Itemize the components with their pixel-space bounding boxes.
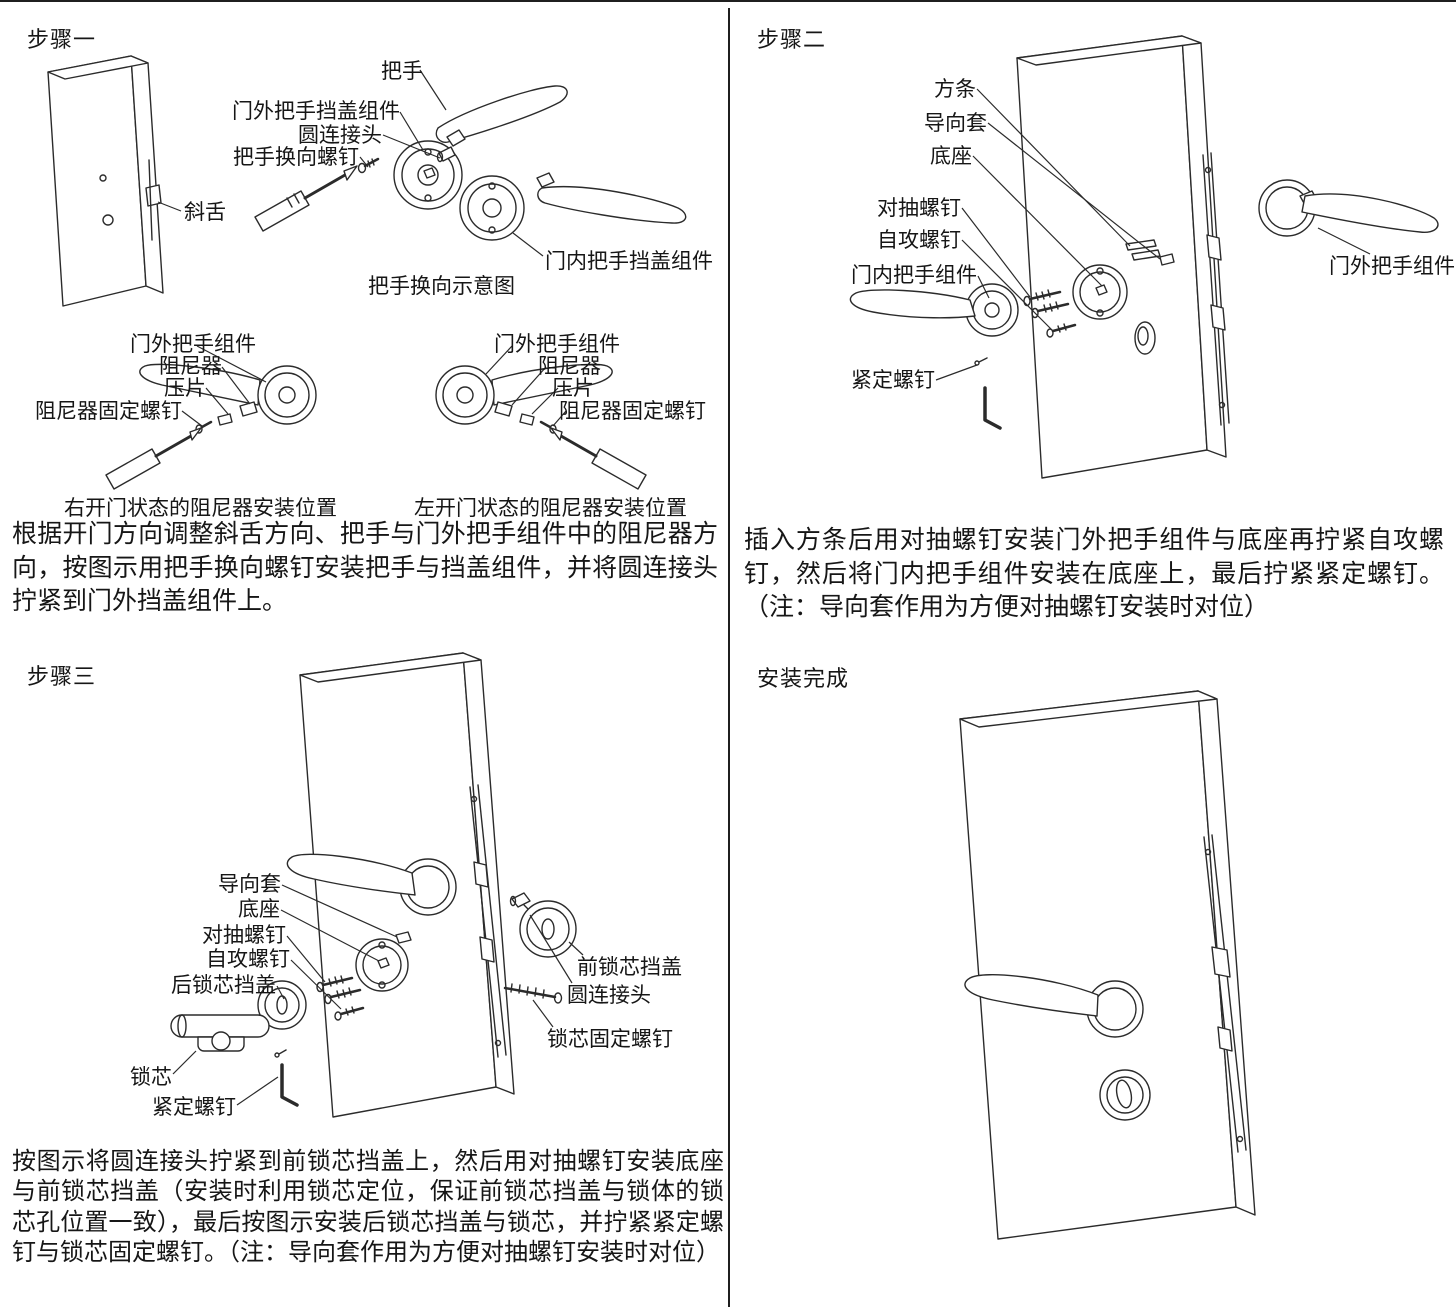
inner-handle-drawing [849,283,1019,337]
step1-title: 步骤一 [27,27,97,52]
set-screw-allen-key-drawing [274,1049,299,1107]
label-outer-handle-assembly: 门外把手组件 [130,333,256,356]
label-damper-fixing-screw: 阻尼器固定螺钉 [35,400,182,423]
base-rosette-drawing [1072,264,1128,320]
label-damper-fixing-screw: 阻尼器固定螺钉 [559,400,706,423]
label-set-screw: 紧定螺钉 [152,1096,236,1119]
self-tapping-screw-drawing [334,1006,365,1021]
right-handle-drawing [536,172,687,224]
left-open-damper-diagram [435,363,647,490]
leader-lines [157,69,567,427]
handle-reverse-screw-drawing [357,157,380,174]
label-press-plate: 压片 [164,377,206,400]
label-cylinder-fixing-screw: 锁芯固定螺钉 [547,1028,673,1051]
guide-sleeve-drawing [395,931,412,944]
step1-body-text: 根据开门方向调整斜舌方向、把手与门外把手组件中的阻尼器方向，按图示用把手换向螺钉… [12,520,718,615]
base-rosette-drawing [355,938,409,992]
label-square-spindle: 方条 [934,78,976,101]
right-open-damper-diagram [105,363,317,490]
leader-lines [935,88,1371,381]
complete-panel: 安装完成 [730,647,1456,1305]
door-drawing [959,690,1256,1240]
step3-title: 步骤三 [27,664,97,689]
step3-illustration [170,652,584,1118]
step2-body-text: 插入方条后用对抽螺钉安装门外把手组件与底座再拧紧自攻螺钉，然后将门内把手组件安装… [744,526,1444,621]
step2-title: 步骤二 [757,27,827,52]
label-guide-sleeve: 导向套 [924,112,987,135]
label-handle: 把手 [381,60,423,83]
lock-cylinder-drawing [170,1014,270,1052]
top-handle-drawing [435,85,568,147]
guide-sleeve-drawing [1159,253,1175,266]
step3-panel: 步骤三 导向套 底座 对抽螺钉 自攻螺钉 后锁芯挡盖 锁芯 紧定螺钉 前锁芯挡盖… [0,647,728,1305]
label-damper: 阻尼器 [159,355,222,378]
label-rear-cylinder-cover: 后锁芯挡盖 [171,974,276,997]
screwdriver-drawing [254,165,358,232]
through-screws-drawing [316,975,362,1005]
leader-lines [172,884,584,1106]
label-outer-cover-assembly: 门外把手挡盖组件 [232,100,400,123]
label-handle-reverse-screw: 把手换向螺钉 [233,146,359,169]
bottom-border [0,0,1456,2]
outer-handle-drawing [1258,179,1439,237]
label-inner-handle-assembly: 门内把手组件 [851,264,977,287]
label-inner-cover-assembly: 门内把手挡盖组件 [545,250,713,273]
label-set-screw: 紧定螺钉 [851,369,935,392]
label-self-tapping-screw: 自攻螺钉 [877,229,961,252]
step1-panel: 步骤一 把手 门外把手挡盖组件 圆连接头 把手换向螺钉 斜舌 门内把手挡盖组件 … [0,10,728,645]
front-cylinder-cover-drawing [509,892,577,958]
inner-escutcheon-drawing [459,175,525,241]
label-cylinder: 锁芯 [130,1066,172,1089]
label-press-plate: 压片 [552,377,594,400]
label-round-connector: 圆连接头 [567,984,651,1007]
label-round-connector: 圆连接头 [298,124,382,147]
caption-left-open-position: 左开门状态的阻尼器安装位置 [414,497,687,520]
complete-illustration [959,690,1256,1240]
step2-illustration [849,35,1439,479]
label-base: 底座 [238,898,280,921]
label-damper: 阻尼器 [538,355,601,378]
label-front-cylinder-cover: 前锁芯挡盖 [577,956,682,979]
mounted-handle-drawing [286,853,457,916]
label-base: 底座 [930,145,972,168]
step1-illustration [47,55,687,490]
complete-title: 安装完成 [757,666,850,691]
mounted-handle-drawing [964,974,1144,1038]
label-through-screw: 对抽螺钉 [202,924,286,947]
label-outer-handle-assembly: 门外把手组件 [494,333,620,356]
label-self-tapping-screw: 自攻螺钉 [206,948,290,971]
door-drawing [1016,35,1230,479]
set-screw-allen-key-drawing [974,357,1002,430]
step3-body-text: 按图示将圆连接头拧紧到前锁芯挡盖上，然后用对抽螺钉安装底座与前锁芯挡盖（安装时利… [12,1148,724,1267]
door-drawing [47,55,164,307]
rear-cylinder-cover-drawing [257,980,307,1030]
label-guide-sleeve: 导向套 [218,873,281,896]
center-vertical-divider [728,8,730,1307]
step2-panel: 步骤二 方条 导向套 底座 对抽螺钉 自攻螺钉 门内把手组件 紧定螺钉 门外把手… [730,10,1456,645]
outer-escutcheon-drawing [393,140,463,210]
caption-right-open-position: 右开门状态的阻尼器安装位置 [64,497,337,520]
label-outer-handle-assembly: 门外把手组件 [1329,255,1455,278]
label-latch-bolt: 斜舌 [184,201,226,224]
thumbturn-drawing [1099,1069,1151,1121]
self-tapping-screw-drawing [1046,323,1077,338]
cylinder-fixing-screw-drawing [503,983,563,1004]
caption-handle-reverse-diagram: 把手换向示意图 [368,275,515,298]
square-spindle-drawing [1125,239,1161,261]
label-through-screw: 对抽螺钉 [877,197,961,220]
